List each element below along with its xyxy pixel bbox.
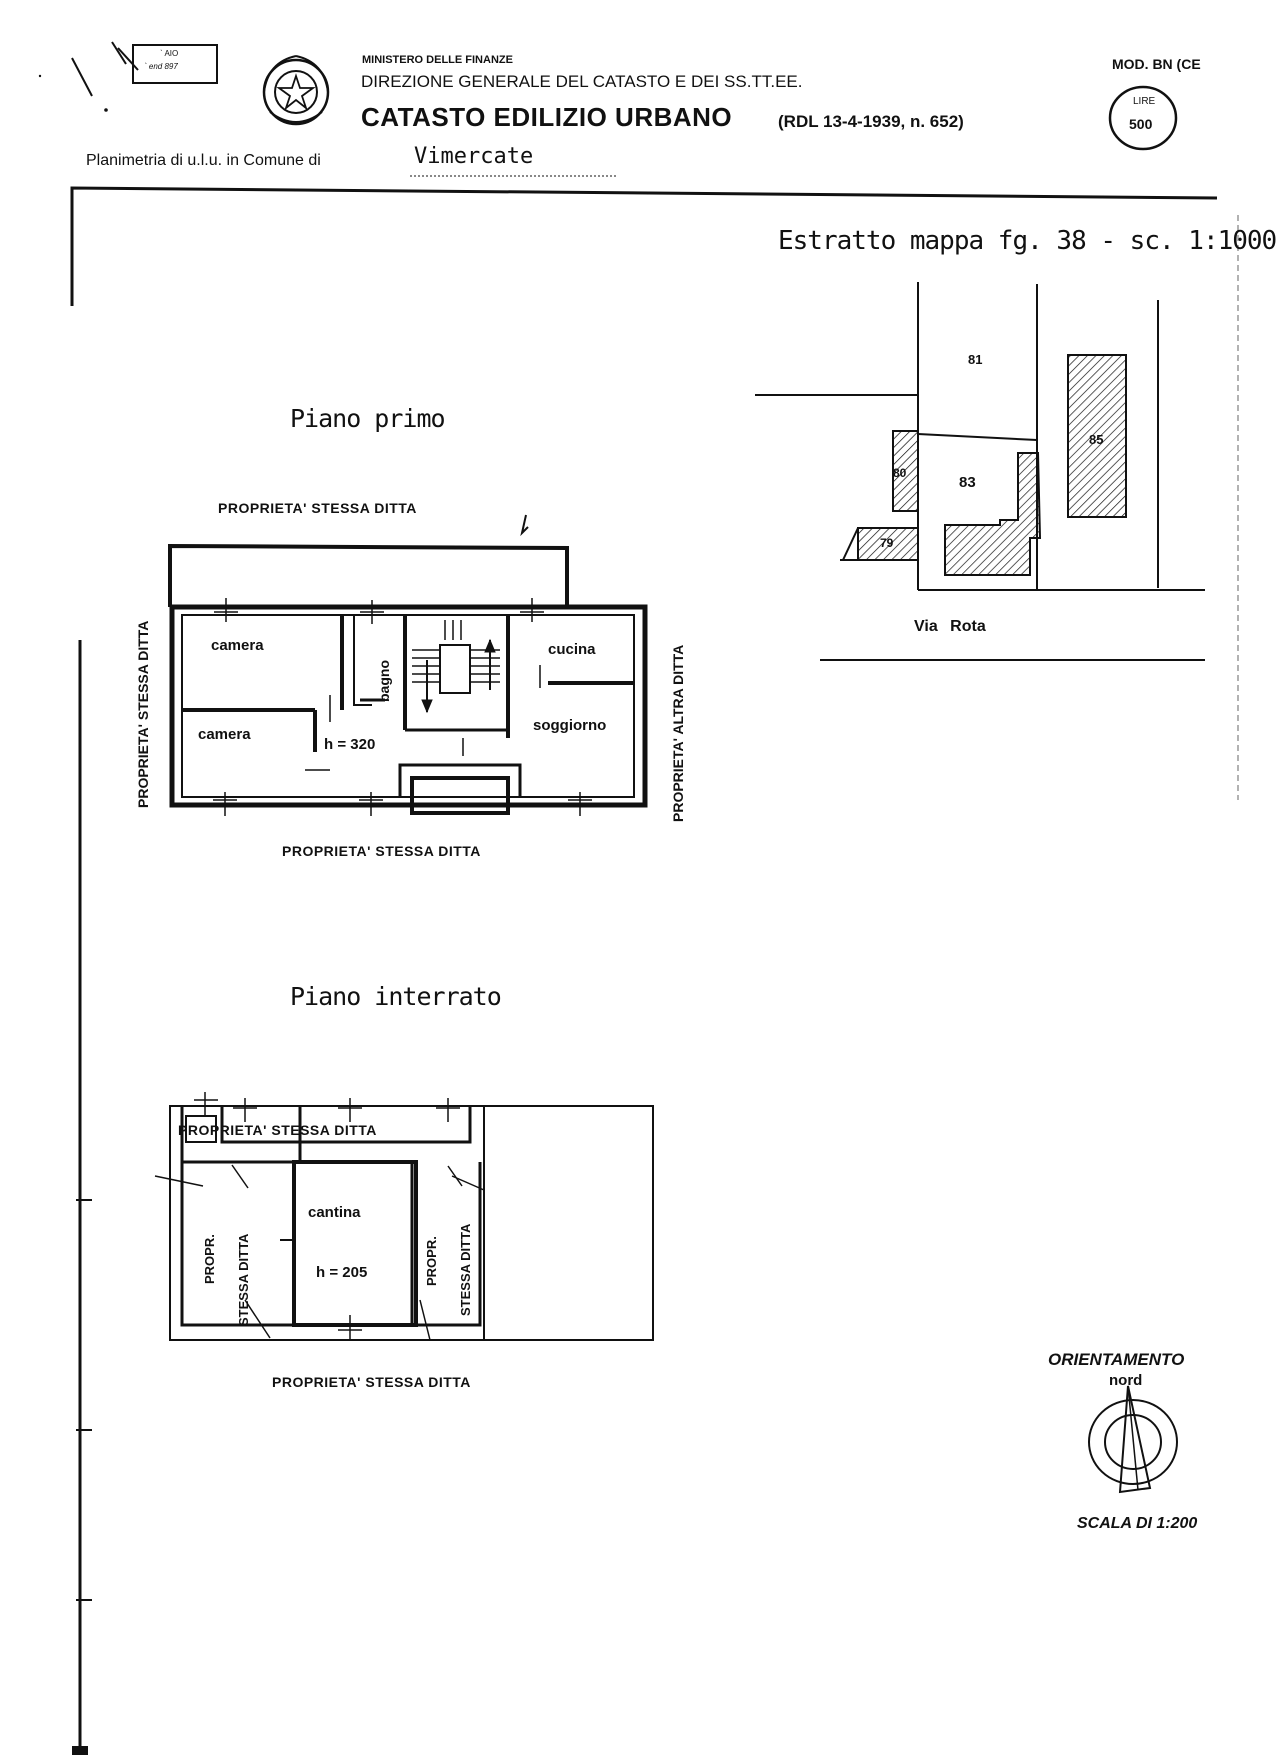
republic-emblem-icon xyxy=(262,55,330,126)
compass-icon xyxy=(1088,1385,1178,1494)
floor-first-height: h = 320 xyxy=(324,736,376,753)
floor-basement-north-label: PROPRIETA' STESSA DITTA xyxy=(178,1122,377,1138)
parcel-label-83: 83 xyxy=(959,474,976,491)
room-bagno: bagno xyxy=(376,660,392,702)
planimetry-label: Planimetria di u.l.u. in Comune di xyxy=(86,152,321,169)
floor-plan-basement xyxy=(154,1092,654,1341)
room-camera-1: camera xyxy=(211,637,264,654)
comune-value: Vimercate xyxy=(414,144,534,169)
law-reference: (RDL 13-4-1939, n. 652) xyxy=(778,112,964,131)
orientation-title: ORIENTAMENTO xyxy=(1048,1350,1185,1369)
floor-first-west-label: PROPRIETA' STESSA DITTA xyxy=(135,620,151,808)
parcel-label-80: 80 xyxy=(893,466,907,480)
document-graphics xyxy=(38,41,1239,1755)
document-title: CATASTO EDILIZIO URBANO xyxy=(361,102,733,132)
floor-first-south-label: PROPRIETA' STESSA DITTA xyxy=(282,843,481,859)
ministry-label: MINISTERO DELLE FINANZE xyxy=(362,54,513,66)
room-camera-2: camera xyxy=(198,726,251,743)
corner-stamp-line2: ˋ end 897 xyxy=(144,62,178,71)
floor-basement-title: Piano interrato xyxy=(290,982,502,1011)
room-soggiorno: soggiorno xyxy=(533,717,607,734)
orientation-north: nord xyxy=(1109,1372,1143,1389)
floor-first-title: Piano primo xyxy=(290,404,446,433)
map-extract xyxy=(755,282,1205,661)
room-cucina: cucina xyxy=(548,641,596,658)
floor-first-north-label: PROPRIETA' STESSA DITTA xyxy=(218,500,417,516)
stamp-currency: LIRE xyxy=(1133,96,1156,107)
revenue-stamp-circle xyxy=(1108,85,1178,151)
floor-plan-first xyxy=(168,514,648,816)
stamp-value: 500 xyxy=(1129,116,1153,132)
parcel-label-81: 81 xyxy=(968,352,983,367)
model-code: MOD. BN (CE xyxy=(1112,56,1201,72)
map-extract-title: Estratto mappa fg. 38 - sc. 1:1000 xyxy=(778,226,1276,256)
scale-label: SCALA DI 1:200 xyxy=(1077,1515,1198,1532)
basement-right-label-2: STESSA DITTA xyxy=(458,1223,473,1316)
basement-right-label-1: PROPR. xyxy=(424,1236,439,1286)
basement-left-label-1: PROPR. xyxy=(202,1234,217,1284)
corner-stamp-line1: ˋ AIO xyxy=(160,49,179,58)
room-cantina: cantina xyxy=(308,1204,361,1221)
floor-basement-south-label: PROPRIETA' STESSA DITTA xyxy=(272,1374,471,1390)
floor-first-east-label: PROPRIETA' ALTRA DITTA xyxy=(670,644,686,822)
direction-label: DIREZIONE GENERALE DEL CATASTO E DEI SS.… xyxy=(361,72,803,91)
parcel-label-79: 79 xyxy=(880,536,894,550)
street-label: Via Rota xyxy=(914,618,986,635)
frame-top xyxy=(70,186,1218,306)
floor-basement-height: h = 205 xyxy=(316,1264,368,1281)
parcel-label-85: 85 xyxy=(1089,432,1104,447)
basement-left-label-2: STESSA DITTA xyxy=(236,1233,251,1326)
pen-marks xyxy=(71,41,139,97)
